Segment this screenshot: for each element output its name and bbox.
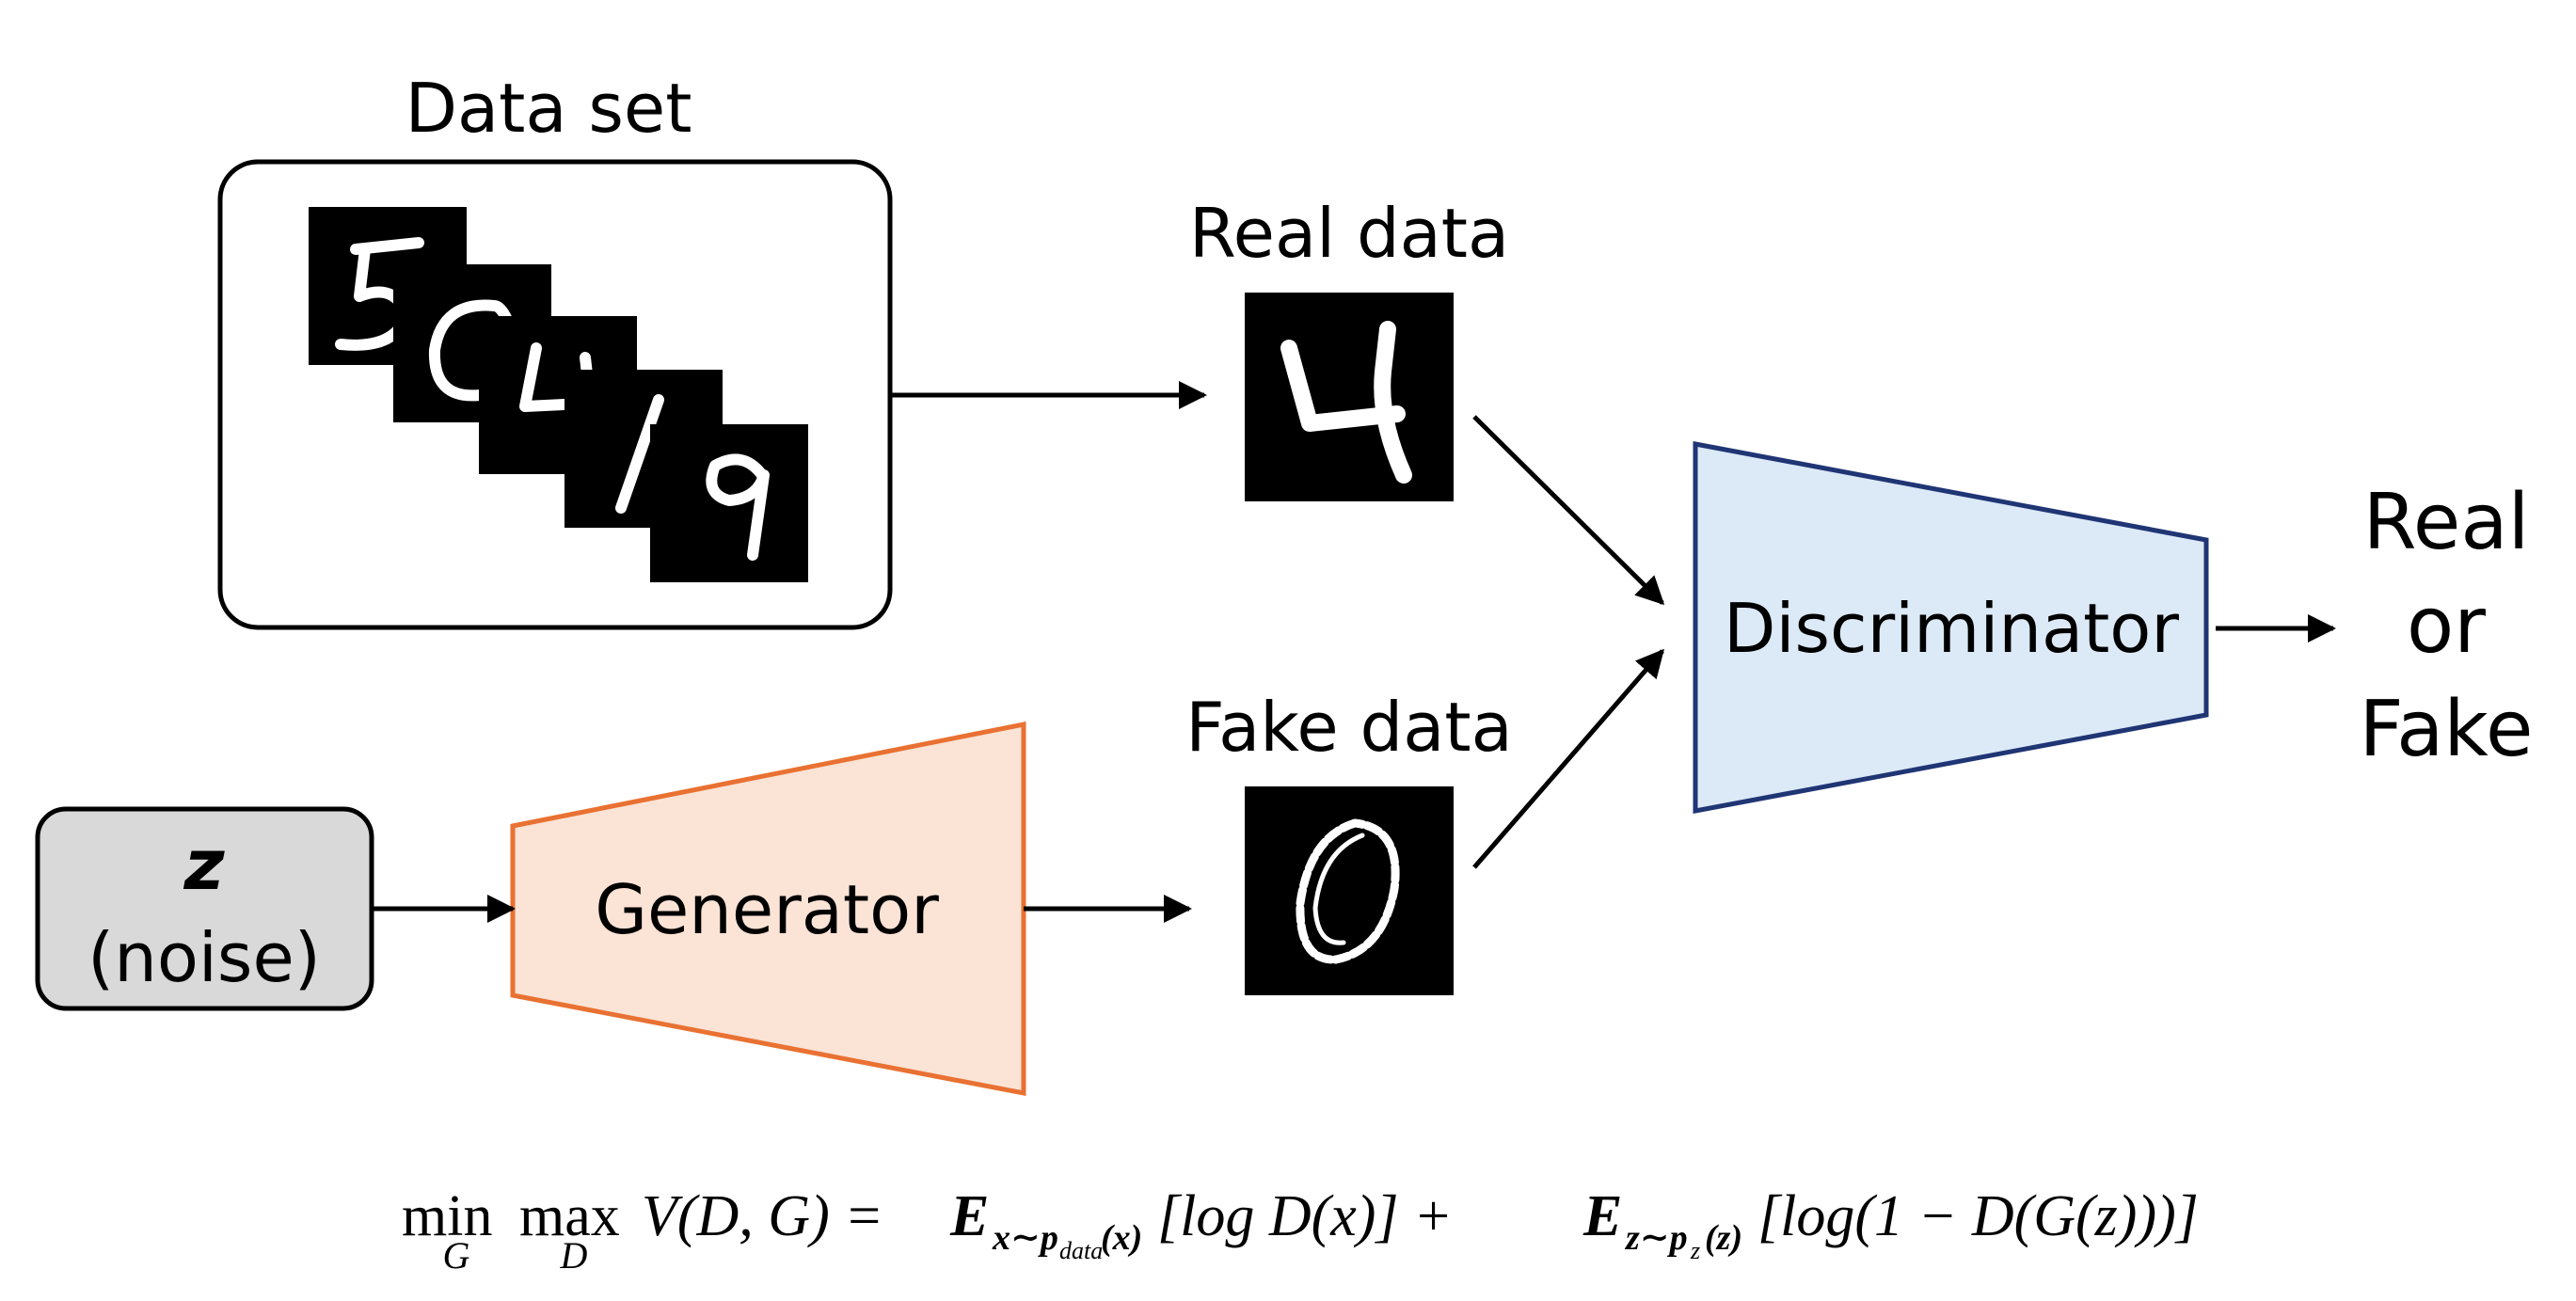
noise-description: (noise) bbox=[87, 918, 321, 997]
formula-e1-subsub: data bbox=[1059, 1237, 1103, 1264]
discriminator-shape bbox=[1693, 440, 2209, 815]
noise-variable: z bbox=[183, 825, 225, 906]
formula-e2-sub-tail: (z) bbox=[1705, 1218, 1742, 1258]
fake-data-label: Fake data bbox=[1185, 688, 1512, 767]
formula-e1-sub: x∼p bbox=[992, 1218, 1058, 1258]
objective-formula: min G max D V(D, G) = E x∼p data (x) [lo… bbox=[402, 1184, 2199, 1277]
formula-lhs: V(D, G) = bbox=[642, 1184, 883, 1248]
formula-max: max bbox=[519, 1184, 620, 1248]
formula-max-sub: D bbox=[560, 1234, 588, 1277]
formula-e2: E bbox=[1582, 1184, 1622, 1248]
arrow-fake-to-discriminator bbox=[1472, 648, 1664, 869]
output-fake: Fake bbox=[2360, 685, 2534, 774]
output-or: or bbox=[2407, 581, 2486, 671]
formula-term1: [log D(x)] + bbox=[1157, 1184, 1453, 1248]
arrow-real-to-discriminator bbox=[1472, 415, 1665, 606]
dataset-label: Data set bbox=[405, 69, 692, 148]
dataset-group: Data set bbox=[217, 69, 893, 630]
formula-min-sub: G bbox=[443, 1234, 470, 1277]
formula-term2: [log(1 − D(G(z)))] bbox=[1757, 1184, 2199, 1248]
formula-min: min bbox=[402, 1184, 492, 1248]
generator-node: Generator bbox=[510, 721, 1026, 1097]
formula-e2-subsub: z bbox=[1690, 1237, 1700, 1264]
output-label: Real or Fake bbox=[2360, 478, 2534, 774]
formula-e1-sub-tail: (x) bbox=[1101, 1218, 1142, 1258]
real-data-label: Real data bbox=[1189, 194, 1509, 273]
mnist-fake-digit-0-icon bbox=[1245, 786, 1454, 995]
discriminator-node: Discriminator bbox=[1693, 440, 2209, 815]
noise-node: z (noise) bbox=[35, 806, 374, 1011]
mnist-real-digit-4-icon bbox=[1245, 293, 1454, 501]
discriminator-label: Discriminator bbox=[1724, 589, 2179, 668]
formula-e1: E bbox=[949, 1184, 989, 1248]
formula-e2-sub: z∼p bbox=[1624, 1218, 1688, 1258]
generator-label: Generator bbox=[595, 870, 939, 949]
mnist-digit-9-icon bbox=[650, 424, 808, 582]
output-real: Real bbox=[2363, 478, 2530, 567]
generator-shape bbox=[510, 721, 1026, 1097]
